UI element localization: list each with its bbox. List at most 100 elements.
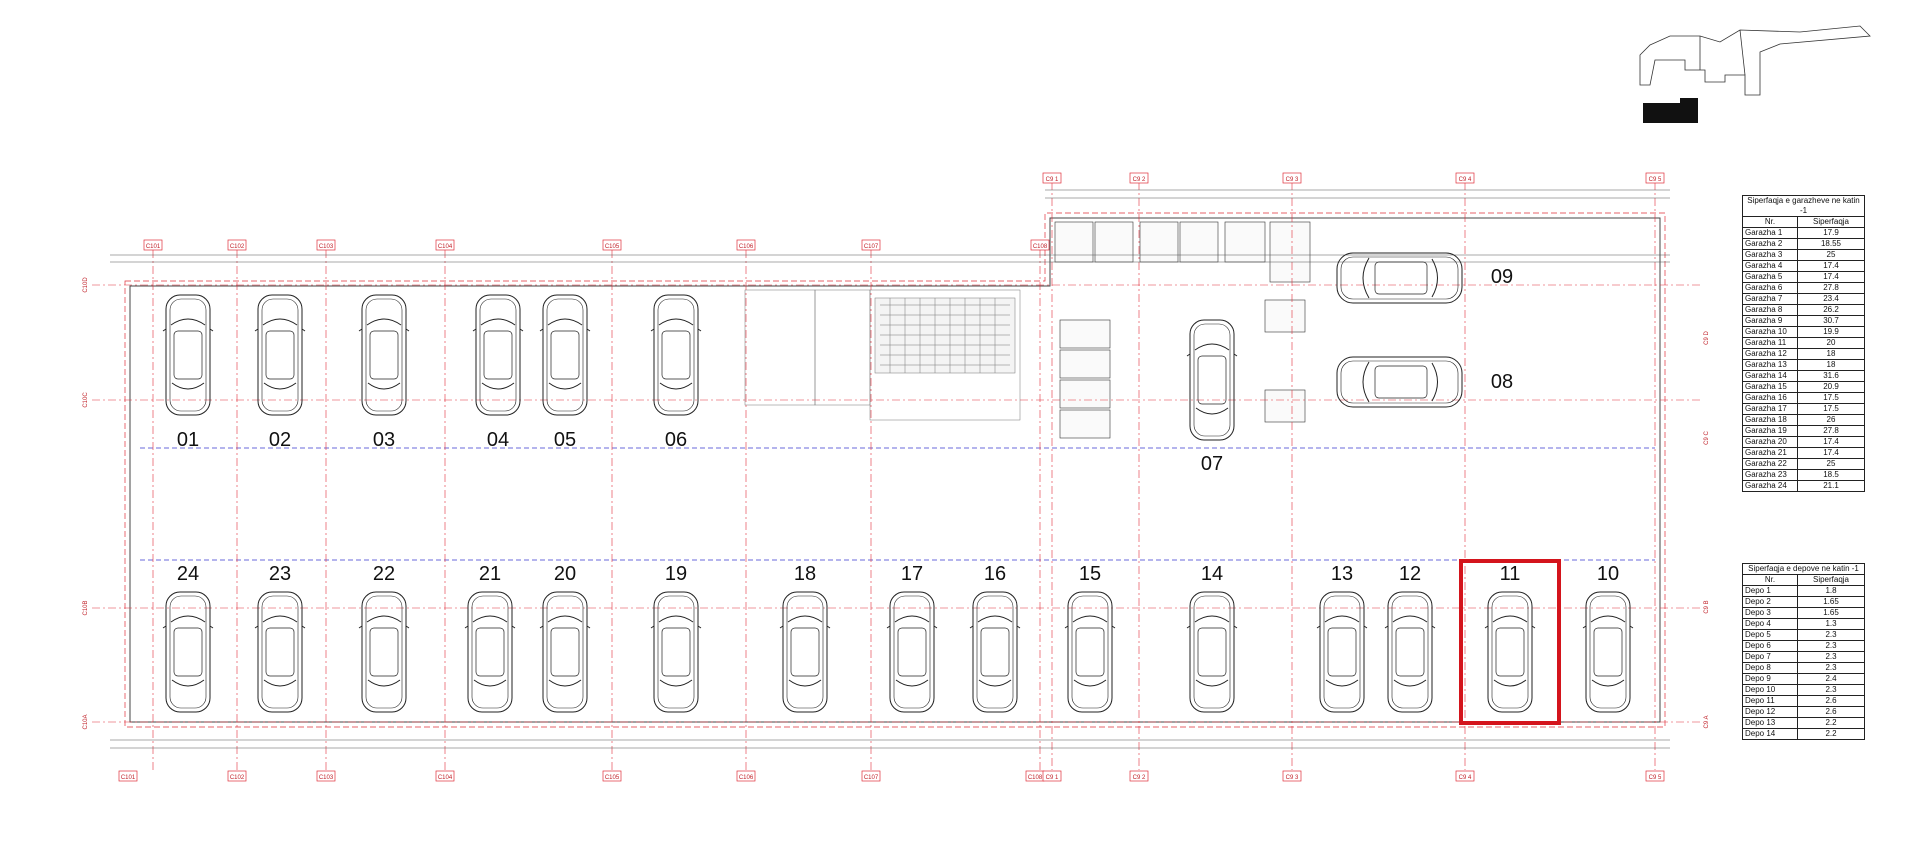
space-label: 01 [177, 429, 199, 451]
row-name: Garazha 8 [1742, 304, 1798, 316]
row-name: Depo 2 [1742, 596, 1798, 608]
row-name: Depo 3 [1742, 607, 1798, 619]
axis-tag: C9 2 [1133, 775, 1146, 781]
row-name: Garazha 9 [1742, 315, 1798, 327]
axis-tag: C104 [438, 244, 453, 250]
row-area: 17.4 [1797, 436, 1865, 448]
car-23 [254, 591, 306, 713]
row-area: 26.2 [1797, 304, 1865, 316]
row-area: 2.3 [1797, 629, 1865, 641]
row-name: Depo 13 [1742, 717, 1798, 729]
row-area: 2.3 [1797, 651, 1865, 663]
row-area: 2.3 [1797, 662, 1865, 674]
row-area: 1.3 [1797, 618, 1865, 630]
row-area: 17.4 [1797, 260, 1865, 272]
axis-tag: C103 [319, 775, 334, 781]
row-area: 17.4 [1797, 447, 1865, 459]
axis-tag: C9 3 [1286, 177, 1299, 183]
axis-tag: C105 [605, 775, 620, 781]
row-area: 17.5 [1797, 392, 1865, 404]
key-plan [1639, 25, 1871, 96]
axis-tag: C9 3 [1286, 775, 1299, 781]
row-area: 2.3 [1797, 640, 1865, 652]
space-label: 10 [1597, 563, 1619, 585]
depo-col-area: Siperfaqja [1797, 574, 1865, 586]
cars [162, 252, 1634, 713]
space-label: 16 [984, 563, 1006, 585]
row-name: Depo 6 [1742, 640, 1798, 652]
row-area: 18.5 [1797, 469, 1865, 481]
space-label: 02 [269, 429, 291, 451]
space-label: 09 [1491, 266, 1513, 288]
car-19 [650, 591, 702, 713]
axis-tag: C9 5 [1649, 177, 1662, 183]
car-09 [1336, 252, 1463, 304]
axis-tag: C107 [864, 775, 879, 781]
car-14 [1186, 591, 1238, 713]
axis-tag: C103 [319, 244, 334, 250]
row-name: Garazha 23 [1742, 469, 1798, 481]
row-area: 18 [1797, 359, 1865, 371]
axis-tag: C9 D [1704, 330, 1710, 344]
row-name: Depo 5 [1742, 629, 1798, 641]
row-name: Garazha 6 [1742, 282, 1798, 294]
axis-tag: C9 C [1704, 430, 1710, 444]
row-area: 17.9 [1797, 227, 1865, 239]
axis-tag: C9 5 [1649, 775, 1662, 781]
row-area: 2.6 [1797, 695, 1865, 707]
storage-cells [1054, 221, 1311, 439]
row-area: 2.2 [1797, 717, 1865, 729]
row-area: 20.9 [1797, 381, 1865, 393]
axis-tag: C108 [1033, 244, 1048, 250]
space-label: 13 [1331, 563, 1353, 585]
car-13 [1316, 591, 1368, 713]
axis-tag: C102 [230, 775, 245, 781]
space-label: 12 [1399, 563, 1421, 585]
axis-tag: C10A [83, 714, 89, 729]
space-label: 15 [1079, 563, 1101, 585]
row-name: Depo 12 [1742, 706, 1798, 718]
row-name: Depo 4 [1742, 618, 1798, 630]
car-20 [539, 591, 591, 713]
row-area: 25 [1797, 249, 1865, 261]
car-16 [969, 591, 1021, 713]
car-02 [254, 294, 306, 416]
row-name: Depo 9 [1742, 673, 1798, 685]
space-label: 05 [554, 429, 576, 451]
space-label: 22 [373, 563, 395, 585]
axis-tag: C9 1 [1046, 775, 1059, 781]
space-label: 03 [373, 429, 395, 451]
row-area: 2.6 [1797, 706, 1865, 718]
row-area: 25 [1797, 458, 1865, 470]
row-name: Garazha 21 [1742, 447, 1798, 459]
axis-tag: C104 [438, 775, 453, 781]
axis-tag: C101 [146, 244, 161, 250]
row-name: Garazha 7 [1742, 293, 1798, 305]
row-area: 27.8 [1797, 425, 1865, 437]
space-label: 06 [665, 429, 687, 451]
row-area: 17.4 [1797, 271, 1865, 283]
axis-tag: C101 [121, 775, 136, 781]
row-name: Garazha 19 [1742, 425, 1798, 437]
axis-tag: C10D [83, 277, 89, 293]
